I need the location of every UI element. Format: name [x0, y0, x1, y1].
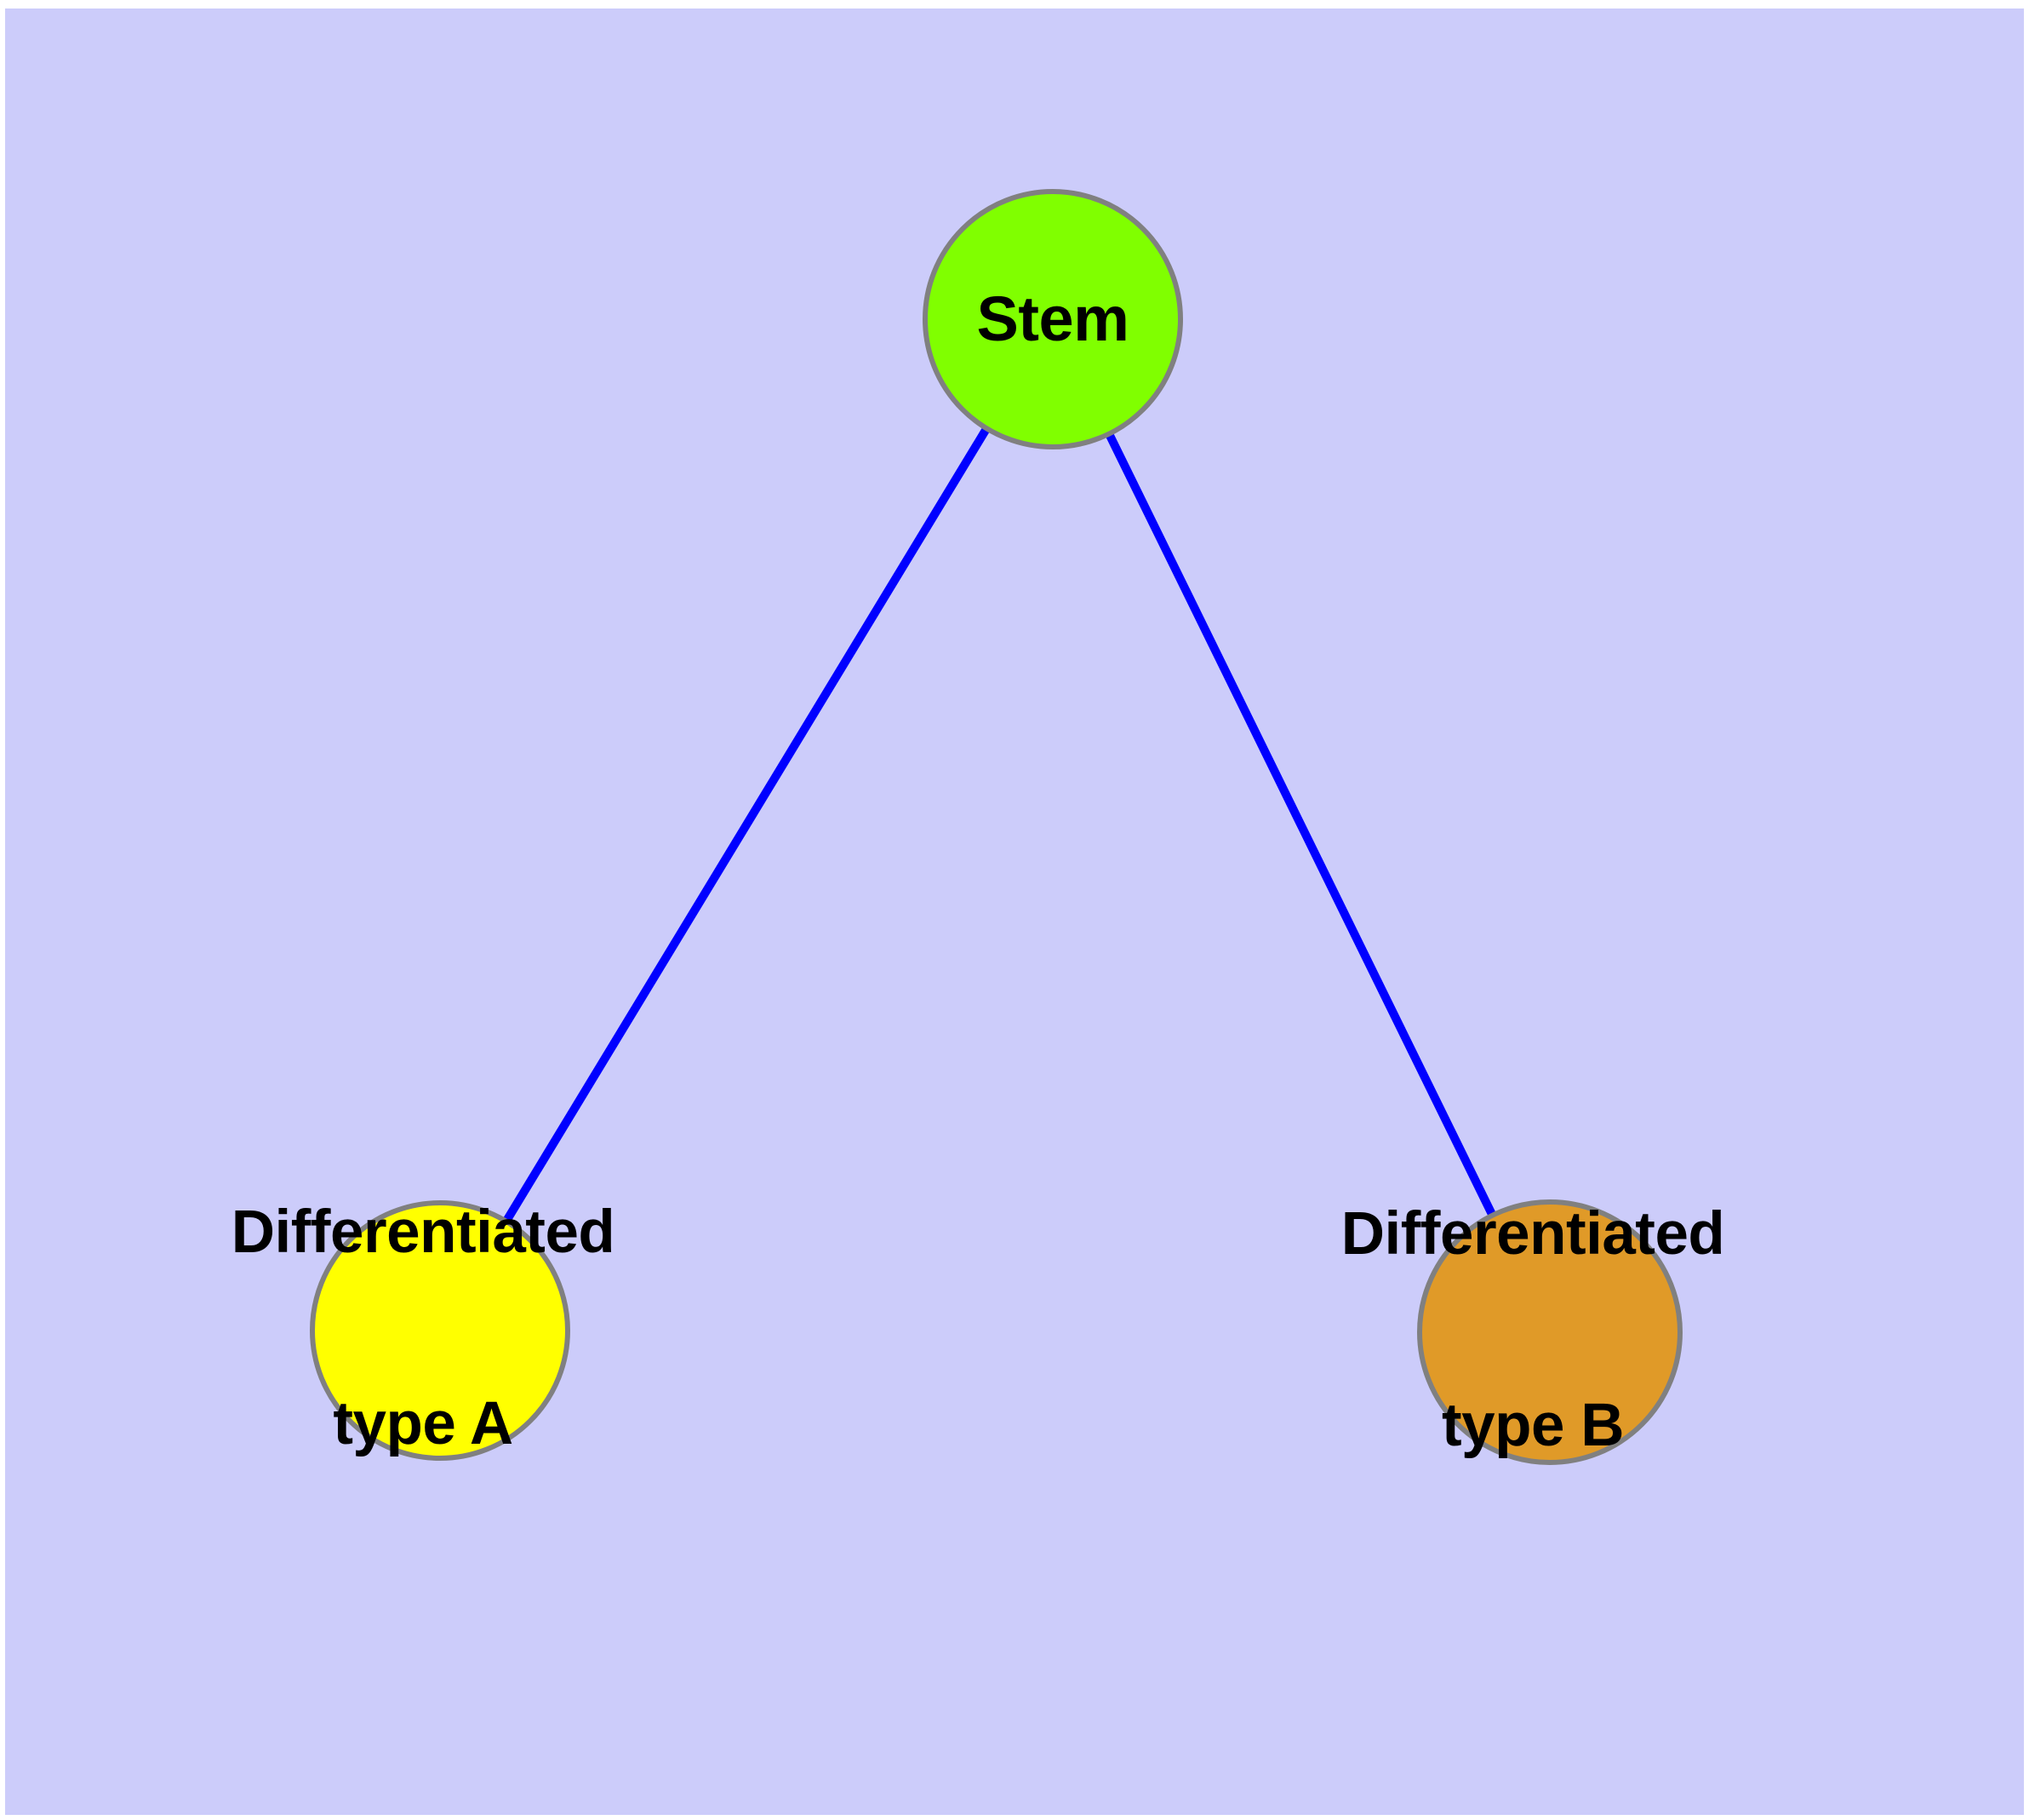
node-diff-a-circle[interactable] — [310, 1200, 570, 1461]
edge-stem-diff-b[interactable] — [1049, 317, 1554, 1335]
node-stem-circle[interactable] — [923, 189, 1183, 449]
node-layer — [310, 189, 1683, 1465]
edge-stem-diff-a[interactable] — [436, 317, 1057, 1333]
edge-layer — [436, 317, 1554, 1335]
node-diff-b-circle[interactable] — [1417, 1199, 1683, 1465]
